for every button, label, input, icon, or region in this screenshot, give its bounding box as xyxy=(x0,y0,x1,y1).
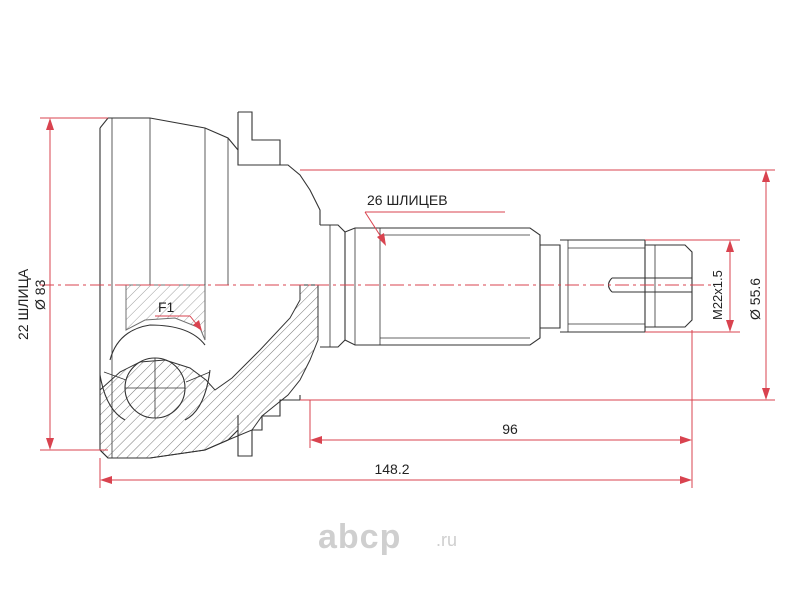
spline-shaft-outline xyxy=(344,227,541,346)
leader-26-arrow xyxy=(377,233,386,246)
watermark-brand: abcp xyxy=(318,518,401,556)
arrow-83-bottom xyxy=(46,438,54,450)
arrow-1482-left xyxy=(100,476,112,484)
thread-outline xyxy=(560,239,646,333)
groove-outline xyxy=(540,244,561,329)
cage-upper xyxy=(109,324,206,361)
arrow-83-top xyxy=(46,118,54,130)
watermark: abcp .ru xyxy=(318,518,457,556)
arrow-556-top xyxy=(762,170,770,182)
flange-outline xyxy=(237,111,281,165)
neck-outline xyxy=(320,224,346,348)
shaft-diameter-label: Ø 55.6 xyxy=(747,278,763,320)
outer-splines-label: 26 ШЛИЦЕВ xyxy=(367,192,448,208)
arrow-1482-right xyxy=(680,476,692,484)
cage-lower xyxy=(99,369,211,421)
arrow-m22-top xyxy=(726,240,734,252)
leader-f1-arrow xyxy=(193,320,202,331)
arrow-m22-bottom xyxy=(726,320,734,332)
dimension-lines xyxy=(40,117,775,488)
f1-label: F1 xyxy=(158,299,175,315)
outer-diameter-label: Ø 83 xyxy=(32,279,48,310)
inner-splines-label: 22 ШЛИЦА xyxy=(15,268,31,340)
arrow-556-bottom xyxy=(762,388,770,400)
pin-end-outline xyxy=(645,244,693,328)
length-96-label: 96 xyxy=(502,421,518,437)
section-hatch-upper xyxy=(125,284,206,341)
thread-label: M22x1.5 xyxy=(710,270,725,320)
abs-ring-outline xyxy=(237,395,301,457)
cage-windows xyxy=(103,371,211,383)
length-1482-label: 148.2 xyxy=(374,461,409,477)
arrow-96-right xyxy=(680,436,692,444)
arrow-96-left xyxy=(310,436,322,444)
watermark-suffix: .ru xyxy=(436,530,457,550)
